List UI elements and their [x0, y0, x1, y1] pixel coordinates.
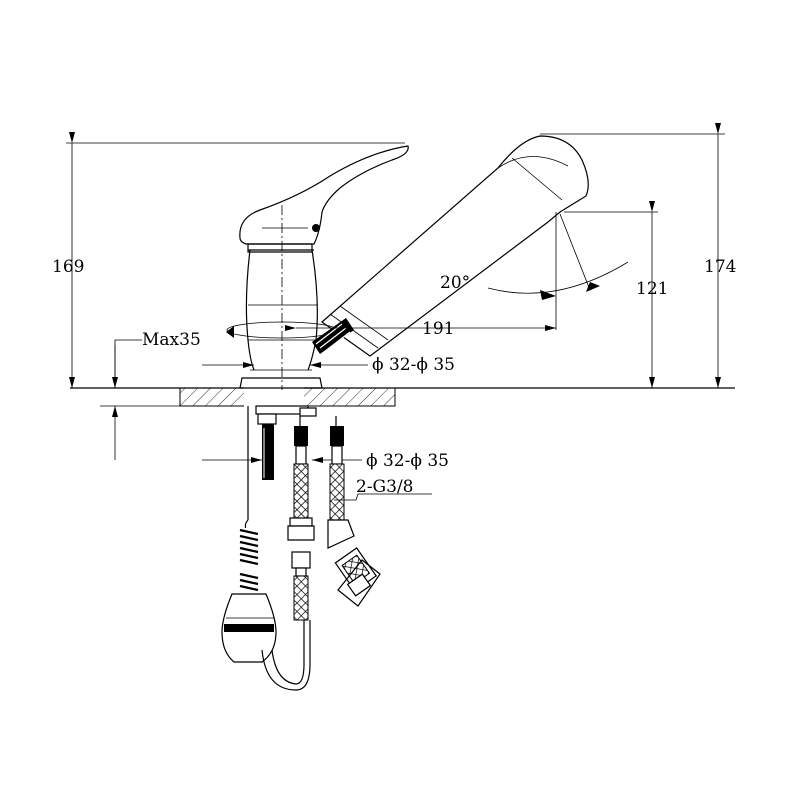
- dimension-169: 169: [52, 132, 405, 388]
- pullout-hose: [239, 519, 311, 691]
- dimension-121: 121: [564, 201, 668, 388]
- mounting-assembly: [247, 405, 317, 520]
- dim-169-label: 169: [52, 257, 84, 277]
- supply-hose-left: [287, 416, 315, 621]
- spray-head: [221, 593, 277, 663]
- dim-174-label: 174: [704, 257, 736, 277]
- dimension-174: 174: [540, 123, 736, 388]
- hole-diameter-upper-label: ϕ 32-ϕ 35: [372, 355, 455, 375]
- dim-191-label: 191: [422, 319, 454, 339]
- countertop: [70, 386, 735, 408]
- dimension-hole-upper: ϕ 32-ϕ 35: [202, 355, 455, 375]
- pullout-spout: [312, 135, 589, 357]
- lever-handle: [239, 145, 409, 253]
- coil-spring-lower: [239, 572, 259, 592]
- max35-label: Max35: [142, 330, 201, 350]
- faucet-body: [226, 205, 338, 390]
- hose-thread-label: 2-G3/8: [356, 477, 414, 497]
- supply-hose-right: [327, 416, 381, 607]
- dimension-angle: 20°: [440, 212, 629, 330]
- hole-diameter-lower-label: ϕ 32-ϕ 35: [366, 451, 449, 471]
- thread-callout: 2-G3/8: [334, 477, 432, 501]
- dim-121-label: 121: [636, 279, 668, 299]
- dimension-max35: Max35: [112, 330, 201, 460]
- dimension-hole-lower: ϕ 32-ϕ 35: [202, 451, 449, 471]
- coil-spring-upper: [239, 528, 259, 566]
- angle-label: 20°: [440, 273, 470, 293]
- dimension-191: 191: [285, 319, 556, 339]
